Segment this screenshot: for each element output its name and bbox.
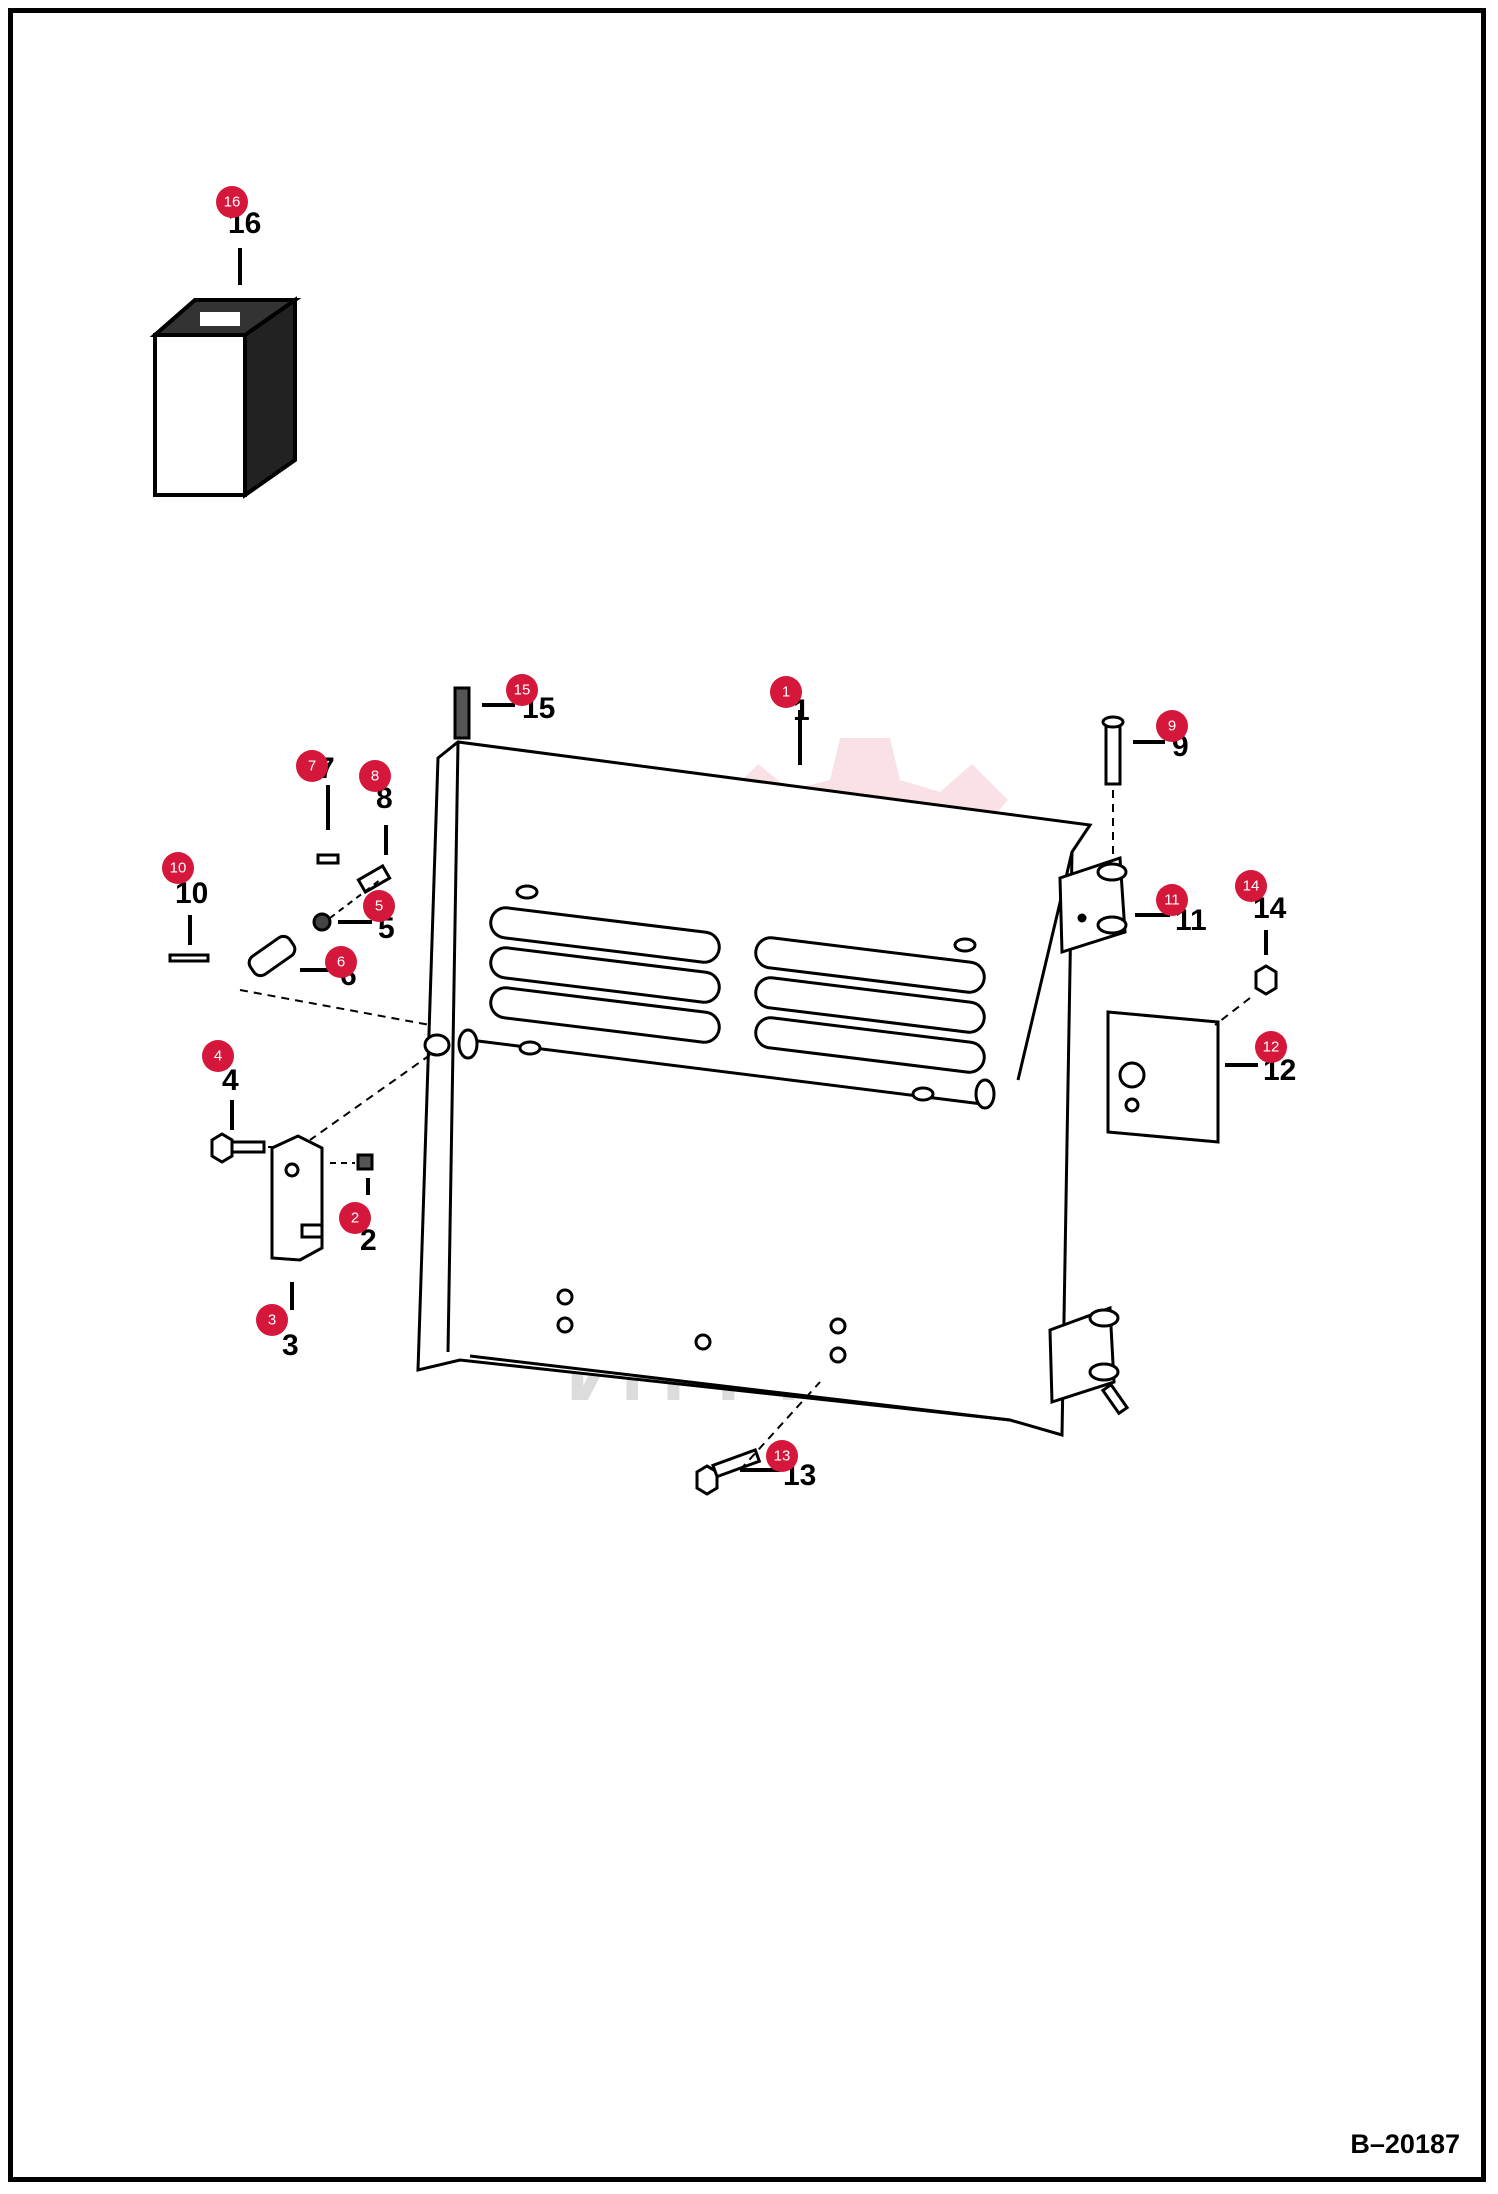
part-label-3: 3 <box>282 1329 299 1362</box>
part-label-2: 2 <box>360 1224 377 1257</box>
callout-6[interactable]: 6 <box>325 946 357 978</box>
callout-4-text: 4 <box>214 1048 222 1065</box>
callout-9-text: 9 <box>1168 718 1176 735</box>
callout-2[interactable]: 2 <box>339 1202 371 1234</box>
callout-16[interactable]: 16 <box>216 186 248 218</box>
callout-7-text: 7 <box>308 758 316 775</box>
callout-6-text: 6 <box>337 954 345 971</box>
part-15-seal <box>453 686 471 740</box>
callout-3[interactable]: 3 <box>256 1304 288 1336</box>
callout-16-text: 16 <box>224 194 241 211</box>
callout-13-text: 13 <box>774 1448 791 1465</box>
part-5-nut <box>312 912 332 932</box>
drawing-number: B–20187 <box>1350 2129 1460 2159</box>
part-2-nut <box>356 1153 374 1171</box>
callout-15[interactable]: 15 <box>506 674 538 706</box>
part-12-plate <box>1106 1010 1220 1144</box>
part-8-bolt <box>356 863 392 895</box>
callout-2-text: 2 <box>351 1210 359 1227</box>
callout-11[interactable]: 11 <box>1156 884 1188 916</box>
part-3-bracket <box>270 1134 324 1262</box>
callout-1[interactable]: 1 <box>770 676 802 708</box>
callout-5[interactable]: 5 <box>363 890 395 922</box>
part-10-pin <box>168 953 210 963</box>
part-14-nut <box>1254 964 1278 996</box>
part-6-spacer <box>247 934 297 978</box>
callout-1-text: 1 <box>782 684 790 701</box>
part-4-bolt <box>210 1132 266 1164</box>
callout-8[interactable]: 8 <box>359 760 391 792</box>
part-11-hinge <box>1058 855 1128 955</box>
part-9-pin <box>1101 715 1125 786</box>
callout-10[interactable]: 10 <box>162 852 194 884</box>
callout-9[interactable]: 9 <box>1156 710 1188 742</box>
callout-7[interactable]: 7 <box>296 750 328 782</box>
callout-14-text: 14 <box>1243 878 1260 895</box>
callout-10-text: 10 <box>170 860 187 877</box>
drawing-frame <box>8 8 1486 2182</box>
callout-8-text: 8 <box>371 768 379 785</box>
callout-4[interactable]: 4 <box>202 1040 234 1072</box>
callout-11-text: 11 <box>1164 892 1180 909</box>
lower-hinge <box>1048 1305 1130 1416</box>
panel-bushing <box>423 1033 451 1057</box>
callout-15-text: 15 <box>514 682 531 699</box>
part-1-panel <box>416 740 1093 1437</box>
callout-3-text: 3 <box>268 1312 276 1329</box>
part-label-4: 4 <box>222 1064 239 1097</box>
callout-12[interactable]: 12 <box>1255 1031 1287 1063</box>
callout-5-text: 5 <box>375 898 383 915</box>
part-16-box <box>149 296 302 499</box>
part-7-pin <box>316 853 340 865</box>
part-13-bolt <box>695 1448 762 1496</box>
callout-13[interactable]: 13 <box>766 1440 798 1472</box>
callout-14[interactable]: 14 <box>1235 870 1267 902</box>
callout-12-text: 12 <box>1263 1039 1280 1056</box>
